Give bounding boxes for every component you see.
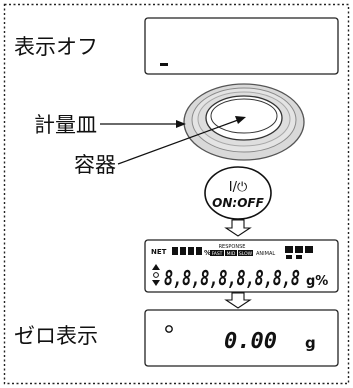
response-mode-slow — [238, 250, 253, 256]
status-icon-5 — [296, 255, 302, 259]
response-mode-mid — [225, 250, 237, 256]
zero-display-unit: g — [305, 334, 316, 352]
capacity-bar-3 — [188, 247, 194, 255]
dotted-frame — [3, 3, 350, 385]
zero-stable-mark — [165, 325, 173, 333]
response-mode-mid-label: MID — [227, 251, 236, 257]
animal-indicator: ANIMAL — [256, 251, 275, 257]
response-mode-slow-label: SLOW — [239, 251, 253, 257]
flow-arrow-2 — [224, 292, 252, 309]
stable-circle-mark — [153, 272, 159, 278]
response-mode-fast-label: FAST — [212, 251, 223, 257]
full-display-units: g% — [306, 274, 328, 289]
capacity-bar-2 — [180, 247, 186, 255]
zero-display-value: 0.00 — [224, 329, 277, 354]
power-button[interactable] — [204, 166, 272, 220]
off-indicator-dash — [160, 63, 168, 66]
capacity-bar-4 — [196, 247, 202, 255]
container-arrowhead — [235, 116, 246, 124]
zero-display-label: ゼロ表示 — [14, 324, 98, 348]
container-label: 容器 — [74, 153, 116, 177]
percent-indicator: % — [204, 249, 211, 257]
weighing-pan-label: 計量皿 — [34, 113, 97, 137]
status-icon-4 — [286, 255, 292, 259]
display-off-panel — [144, 17, 339, 75]
status-icon-1 — [285, 246, 293, 253]
full-display-digits: 8,8,8,8,8,8,8,8 — [164, 266, 300, 290]
status-icon-2 — [295, 246, 303, 253]
response-mode-fast — [210, 250, 224, 256]
stable-triangle-up — [152, 264, 160, 270]
container-inner — [210, 98, 278, 134]
zero-display-panel — [144, 309, 339, 367]
stable-triangle-down — [152, 280, 160, 286]
power-button-label: ON:OFF — [212, 196, 264, 210]
flow-arrow-1 — [224, 219, 252, 237]
container-leader — [117, 119, 239, 165]
power-button-symbol: I/⏻ — [229, 180, 248, 195]
net-indicator: NET — [151, 248, 167, 256]
response-label: RESPONSE — [219, 244, 246, 250]
weighing-pan-arrowhead — [176, 120, 186, 128]
capacity-bar-1 — [172, 247, 178, 255]
display-off-label: 表示オフ — [14, 35, 98, 59]
status-icon-3 — [305, 246, 313, 253]
